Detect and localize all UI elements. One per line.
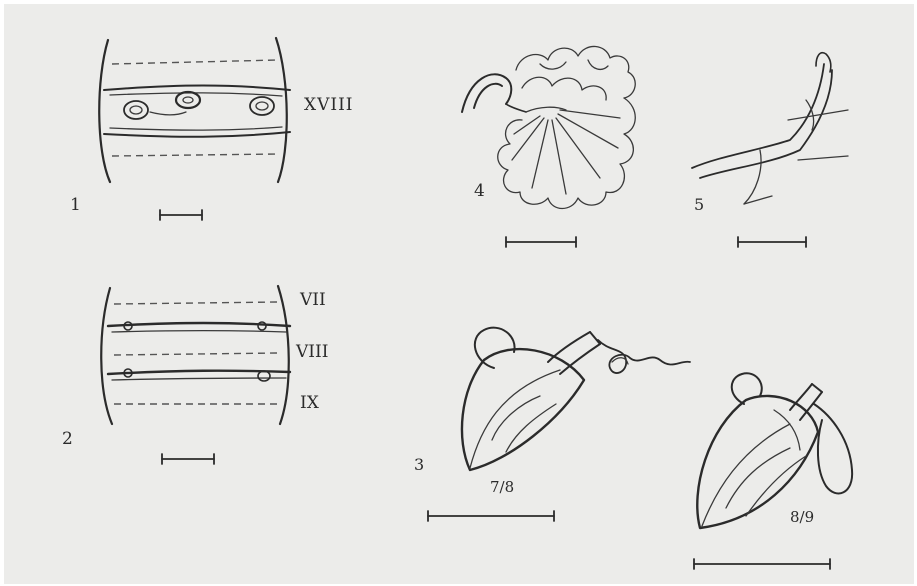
figure-2-label-vii: VII (299, 290, 326, 310)
figure-5-number: 5 (694, 195, 704, 214)
figure-3-number: 3 (414, 455, 424, 474)
figure-3-annotation-8-9: 8/9 (790, 508, 814, 526)
paper-sheet (4, 4, 914, 584)
figure-1-segment-label: XVIII (304, 95, 354, 115)
figure-4-number: 4 (474, 181, 485, 201)
figure-1-number: 1 (70, 195, 81, 215)
figure-2-label-viii: VIII (295, 342, 328, 362)
figure-2-label-ix: IX (300, 393, 320, 413)
figure-2-number: 2 (62, 429, 73, 449)
figure-3-annotation-7-8: 7/8 (490, 478, 514, 496)
